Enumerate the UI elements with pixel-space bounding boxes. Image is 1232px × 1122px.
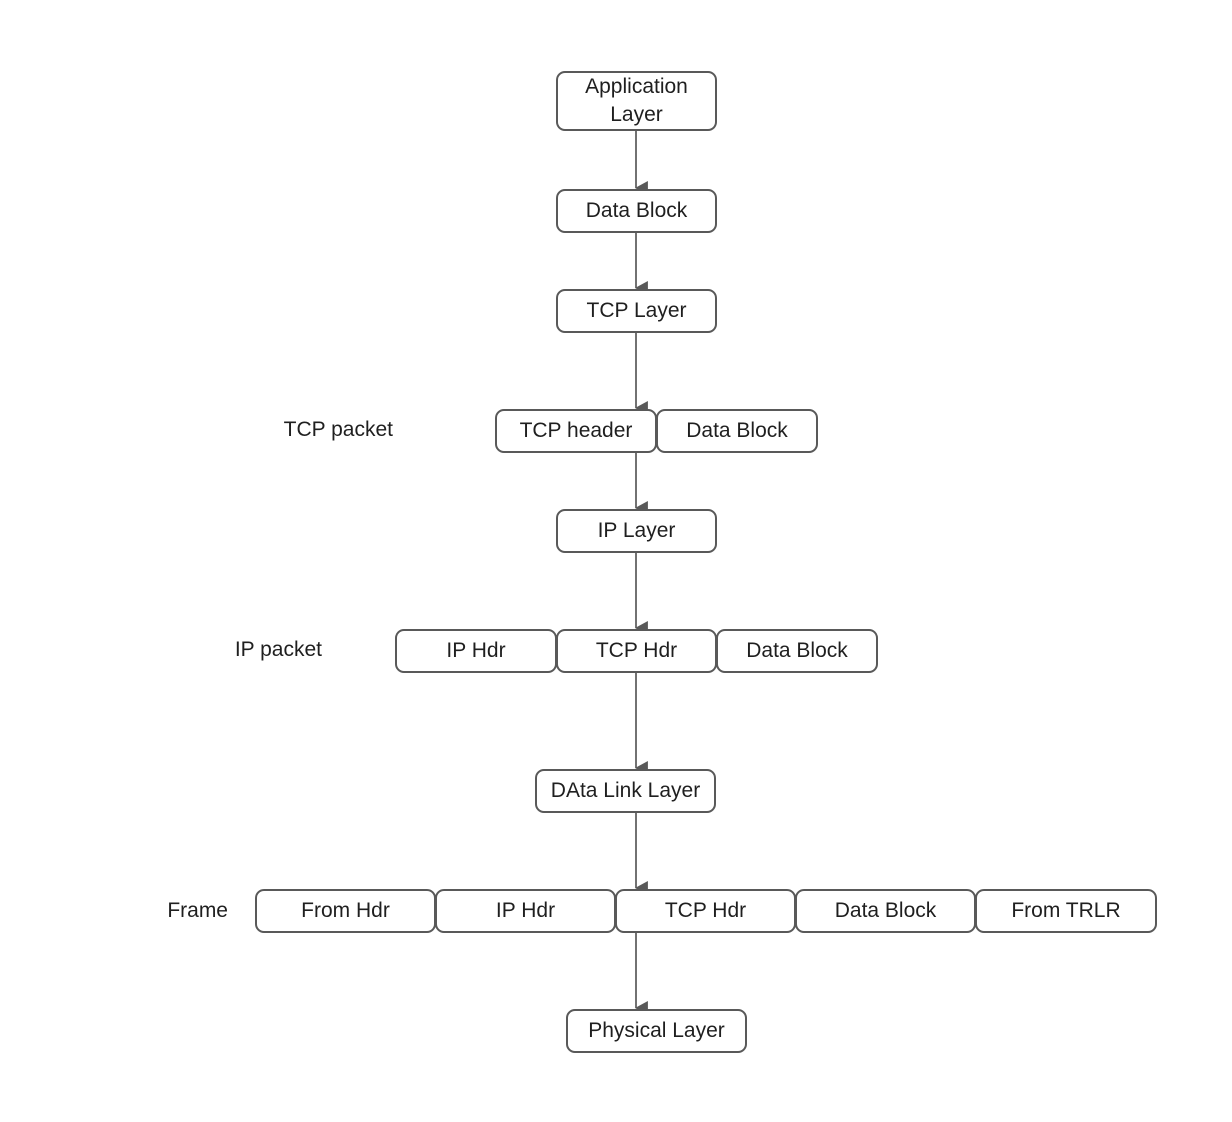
segment-frame-from-trlr-label: From TRLR [1011,899,1121,922]
segment-frame-data-block[interactable]: Data Block [795,889,976,933]
row-label-frame: Frame [167,899,228,922]
node-data-block[interactable]: Data Block [556,189,717,233]
node-application-layer[interactable]: Application Layer [556,71,717,131]
segment-frame-from-hdr-label: From Hdr [301,899,390,922]
segment-tcp-packet-data-block-label: Data Block [686,419,788,442]
row-label-tcp-packet: TCP packet [283,418,393,441]
node-ip-layer-label: IP Layer [597,519,676,543]
node-ip-layer[interactable]: IP Layer [556,509,717,553]
segment-ip-packet-data-block-label: Data Block [746,639,848,662]
segment-frame-tcp-hdr[interactable]: TCP Hdr [615,889,796,933]
node-physical-layer-label: Physical Layer [588,1019,725,1043]
node-physical-layer[interactable]: Physical Layer [566,1009,747,1053]
segment-tcp-packet-data-block[interactable]: Data Block [656,409,818,453]
segment-frame-ip-hdr[interactable]: IP Hdr [435,889,616,933]
node-tcp-layer-label: TCP Layer [586,299,687,323]
segment-ip-packet-data-block[interactable]: Data Block [716,629,878,673]
row-label-ip-packet: IP packet [234,638,322,661]
segment-frame-ip-hdr-label: IP Hdr [495,899,556,922]
segment-ip-packet-ip-hdr-label: IP Hdr [446,639,506,662]
node-application-layer-label: Application Layer [585,74,688,126]
node-tcp-layer[interactable]: TCP Layer [556,289,717,333]
segment-frame-tcp-hdr-label: TCP Hdr [664,899,747,922]
segment-frame-from-hdr[interactable]: From Hdr [255,889,436,933]
segment-frame-data-block-label: Data Block [834,899,937,922]
node-data-link-layer-label: DAta Link Layer [550,779,701,803]
segment-tcp-packet-tcp-header[interactable]: TCP header [495,409,657,453]
node-data-link-layer[interactable]: DAta Link Layer [535,769,716,813]
segment-ip-packet-tcp-hdr-label: TCP Hdr [595,639,678,662]
node-data-block-label: Data Block [585,199,688,223]
segment-frame-from-trlr[interactable]: From TRLR [975,889,1157,933]
segment-tcp-packet-tcp-header-label: TCP header [519,419,633,442]
segment-ip-packet-ip-hdr[interactable]: IP Hdr [395,629,557,673]
segment-ip-packet-tcp-hdr[interactable]: TCP Hdr [556,629,717,673]
